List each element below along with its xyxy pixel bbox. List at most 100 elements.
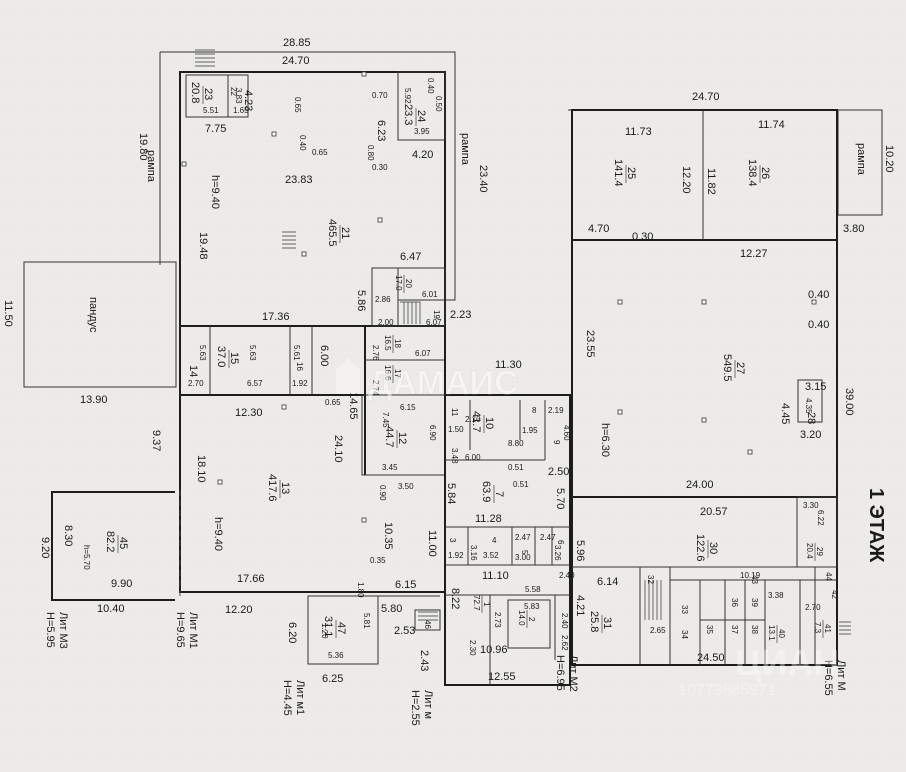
room-8: 88.80 (508, 406, 537, 448)
room-32: 32 (646, 575, 655, 584)
dim: 6.47 (400, 251, 421, 263)
svg-text:25: 25 (625, 167, 637, 179)
room-35: 35 (705, 625, 714, 634)
dim: 17.66 (237, 573, 265, 585)
entrance-m: Лит мH=2.55 (409, 690, 434, 726)
svg-text:40: 40 (777, 629, 786, 638)
dim: 3.26 (553, 545, 562, 561)
room-34: 34 (680, 630, 689, 639)
dim: 1.92 (448, 551, 464, 560)
dim: 5.61 (292, 345, 301, 361)
building-middle (444, 394, 571, 686)
svg-text:8.80: 8.80 (508, 439, 524, 448)
dim: 7.45 (381, 412, 390, 428)
dim: 1.50 (448, 425, 464, 434)
entrance-m1: Лит М1H=9.65 (174, 612, 199, 649)
dim: 12.27 (740, 248, 768, 260)
dim: 10.19 (740, 571, 761, 580)
svg-text:Лит М3: Лит М3 (57, 612, 69, 649)
entrance-m2: Лит М2H=6.95 (554, 655, 579, 692)
dim: 6.20 (286, 622, 298, 643)
svg-text:122.6: 122.6 (694, 534, 706, 562)
dim: 0.40 (808, 289, 829, 301)
dim: 5.70 (554, 488, 566, 509)
room-1: 172.7 (472, 595, 491, 613)
room-14: 14 (187, 365, 199, 377)
svg-text:H=2.55: H=2.55 (409, 690, 421, 726)
room-6: 6 (556, 540, 565, 545)
dim: 17.36 (262, 311, 290, 323)
dim: 2.53 (394, 625, 415, 637)
svg-text:18: 18 (393, 339, 402, 348)
svg-text:20: 20 (404, 279, 413, 288)
room-22: 22 (229, 87, 238, 96)
svg-text:23.3: 23.3 (402, 104, 414, 125)
svg-text:H=6.95: H=6.95 (554, 655, 566, 691)
dim: 23.40 (477, 165, 489, 193)
svg-text:12: 12 (396, 432, 408, 444)
entrance-m1-small: Лит м1H=4.45 (281, 680, 306, 716)
right-building-wall (571, 109, 838, 666)
dim: 4.21 (574, 595, 586, 616)
svg-text:25.8: 25.8 (588, 611, 600, 632)
dim: 5.92 (403, 88, 412, 104)
dim: 12.20 (680, 166, 692, 194)
dim: 3.20 (800, 429, 821, 441)
height-label: h=9.40 (212, 517, 224, 551)
middle-block-wall (444, 394, 571, 686)
dim: 19.80 (137, 133, 149, 161)
room-7: 763.9 (480, 481, 505, 503)
room-33: 33 (680, 605, 689, 614)
dim: 24.10 (332, 435, 344, 463)
label-rampa-1: рампа (145, 150, 157, 183)
dim: 4.45 (779, 403, 791, 424)
dim: 8.30 (62, 525, 74, 546)
dim: 11.50 (2, 300, 14, 327)
svg-text:H=9.65: H=9.65 (174, 612, 186, 648)
dim: 14.65 (347, 392, 359, 420)
svg-text:Лит М2: Лит М2 (567, 655, 579, 692)
dim: 10.40 (97, 603, 125, 615)
room-37: 37 (730, 625, 739, 634)
svg-text:16.6: 16.6 (383, 365, 392, 381)
dim: 4.70 (588, 223, 609, 235)
dim: 23.83 (285, 174, 313, 186)
dim: 3.30 (803, 501, 819, 510)
dim: 11.73 (625, 126, 652, 138)
dim: 2.30 (468, 640, 477, 656)
room-3: 3 (448, 538, 457, 543)
dim: 2.23 (450, 309, 471, 321)
svg-text:H=6.55: H=6.55 (822, 660, 834, 696)
svg-text:14.0: 14.0 (517, 610, 526, 626)
dim: 3.16 (469, 545, 478, 561)
svg-text:44.7: 44.7 (383, 426, 395, 447)
dim: 18.10 (195, 455, 207, 483)
dim: 0.40 (298, 135, 307, 151)
dim: 24.00 (686, 479, 714, 491)
dim: 3.15 (805, 381, 826, 393)
dim: 5.96 (574, 540, 586, 561)
dim: 2.74 (371, 380, 380, 396)
dim: 5.80 (381, 603, 402, 615)
svg-text:82.2: 82.2 (104, 531, 116, 552)
watermark-id: 10773885971 (678, 682, 776, 699)
dim: 6.01 (422, 290, 438, 299)
dim: 2.47 (540, 533, 556, 542)
dim: 2.86 (375, 295, 391, 304)
svg-text:Лит М1: Лит М1 (187, 612, 199, 649)
dim: 19.48 (197, 232, 209, 260)
dim: 5.84 (445, 483, 457, 504)
floor-title: 1 ЭТАЖ (865, 488, 887, 563)
dim: 6.07 (415, 349, 431, 358)
building-right (568, 109, 883, 666)
dim: 23.55 (584, 330, 596, 358)
svg-text:41.7: 41.7 (470, 411, 482, 432)
svg-text:31.1: 31.1 (322, 616, 334, 637)
